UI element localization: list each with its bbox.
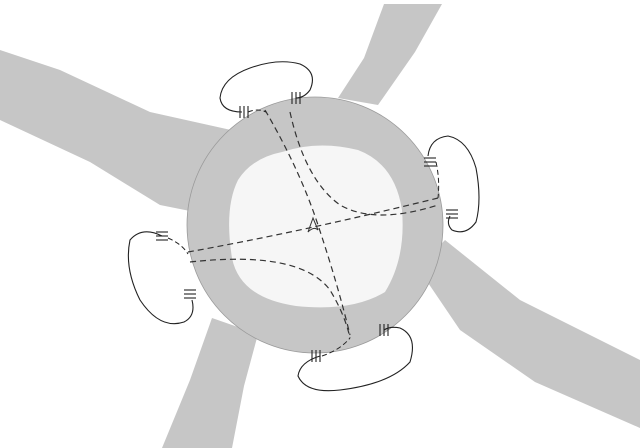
path-west-east [187,197,439,253]
connector-south-b [379,324,389,336]
lead-east [435,161,440,199]
lead-west [167,237,189,255]
connector-east-b [446,209,458,219]
path-west-south [189,258,351,339]
southwest-arm [162,318,258,448]
loop-south [297,326,413,392]
northwest-arm [0,50,240,220]
loop-north [219,61,313,113]
road-arms [0,4,640,448]
southeast-arm [418,240,640,428]
connector-west-b [184,289,196,299]
center-marker [307,216,319,233]
lead-north [247,109,267,113]
northeast-arm [338,4,442,105]
lead-wires [167,109,440,357]
vehicle-paths [187,109,439,339]
loop-west [127,231,194,325]
lead-south [321,337,351,357]
connector-east-a [424,157,436,167]
path-north-east [289,111,439,216]
loop-connectors [156,92,458,362]
loop-east [427,135,480,233]
sensor-loops [127,61,480,392]
connector-west-a [156,231,168,241]
connector-south-a [311,350,321,362]
connector-north-b [291,92,301,104]
